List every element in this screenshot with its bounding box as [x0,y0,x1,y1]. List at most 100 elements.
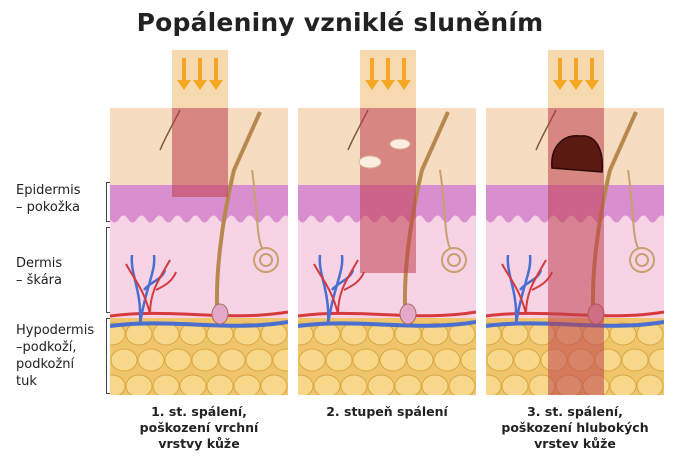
fat-cell [325,348,353,372]
sun-ray-arrowhead [569,80,583,90]
skin-panel-1 [110,50,288,395]
dermis-bracket [106,227,112,313]
fat-cell [501,374,529,395]
fat-cell [218,348,246,372]
blister [358,155,382,169]
caption-line: poškození hlubokých [501,420,649,435]
caption-line: 1. st. spálení, [151,404,247,419]
fat-cell [486,374,502,395]
sweat-duct [627,169,639,249]
fat-cell [125,322,153,346]
sweat-gland [253,247,279,273]
caption-line: poškození vrchní [139,420,259,435]
layer-label-line: –podkoží, [16,340,77,355]
fat-cell [110,374,126,395]
fat-cell [648,348,664,372]
fat-cell [137,348,165,372]
hypodermis-bracket [106,318,112,394]
fat-cell [152,322,180,346]
fat-cell [298,348,326,372]
fat-cell [233,322,261,346]
fat-cell [636,374,664,395]
fat-cell [233,374,261,395]
fat-cell [486,322,502,346]
fat-cell [298,374,314,395]
fat-cell [609,374,637,395]
layer-label-hypodermis: Hypodermis –podkoží, podkožní tuk [16,322,94,390]
caption-line: 3. st. spálení, [527,404,623,419]
sweat-gland [629,247,655,273]
caption-line: vrstev kůže [534,436,616,451]
layer-label-line: Epidermis [16,183,81,198]
sweat-duct [251,169,263,249]
fat-cell [340,374,368,395]
fat-cell [501,322,529,346]
caption-third-degree: 3. st. spálení, poškození hlubokých vrst… [486,404,664,452]
epidermis-dermis-border [110,215,288,237]
fat-cell [379,348,407,372]
fat-cell [421,374,449,395]
layer-label-line: – škára [16,273,62,288]
fat-cell [460,348,476,372]
layer-label-line: podkožní [16,357,75,372]
fat-cell [340,322,368,346]
fat-cell [313,322,341,346]
fat-cell [272,348,288,372]
fat-cell [260,374,288,395]
fat-cell [394,374,422,395]
caption-line: 2. stupeň spálení [326,404,448,419]
sun-ray-arrowhead [381,80,395,90]
caption-second-degree: 2. stupeň spálení [298,404,476,420]
skin-diagram-3 [486,50,664,395]
sweat-gland-inner [447,253,461,267]
sweat-gland-inner [635,253,649,267]
fat-cell [406,348,434,372]
layer-label-line: Dermis [16,256,63,271]
skin-panel-2 [298,50,476,395]
fat-cell [110,322,126,346]
fat-cell [513,348,541,372]
hair-bulb [399,303,417,325]
fat-cell [152,374,180,395]
artery [298,310,476,318]
fat-cell [179,374,207,395]
fat-cell [313,374,341,395]
fat-cell [609,322,637,346]
sun-ray-arrowhead [365,80,379,90]
fat-cell [298,322,314,346]
fat-cell [125,374,153,395]
sun-ray-arrowhead [209,80,223,90]
sun-ray-arrowhead [585,80,599,90]
fat-cell [367,374,395,395]
burn-zone [172,108,228,197]
sweat-duct [439,169,451,249]
fat-cell [191,348,219,372]
fat-cell [486,348,514,372]
blister [389,138,411,150]
sun-ray-arrowhead [193,80,207,90]
vein [110,320,288,328]
artery-branches [313,259,365,315]
fat-cell [421,322,449,346]
eschar [551,135,604,173]
fat-cell [621,348,649,372]
fat-cell [448,374,476,395]
vein [298,320,476,328]
layer-label-dermis: Dermis – škára [16,255,62,289]
layer-label-line: Hypodermis [16,323,95,338]
layer-label-line: tuk [16,374,37,389]
sweat-gland-inner [259,253,273,267]
fat-cell [164,348,192,372]
sweat-gland [441,247,467,273]
artery-branches [125,259,177,315]
caption-first-degree: 1. st. spálení, poškození vrchní vrstvy … [110,404,288,452]
fat-cell [433,348,461,372]
layer-label-line: – pokožka [16,200,80,215]
fat-cell [245,348,273,372]
skin-panel-3 [486,50,664,395]
fat-cell [352,348,380,372]
artery [110,310,288,318]
skin-diagram-2 [298,50,476,395]
sun-ray-arrowhead [397,80,411,90]
skin-diagram-1 [110,50,288,395]
